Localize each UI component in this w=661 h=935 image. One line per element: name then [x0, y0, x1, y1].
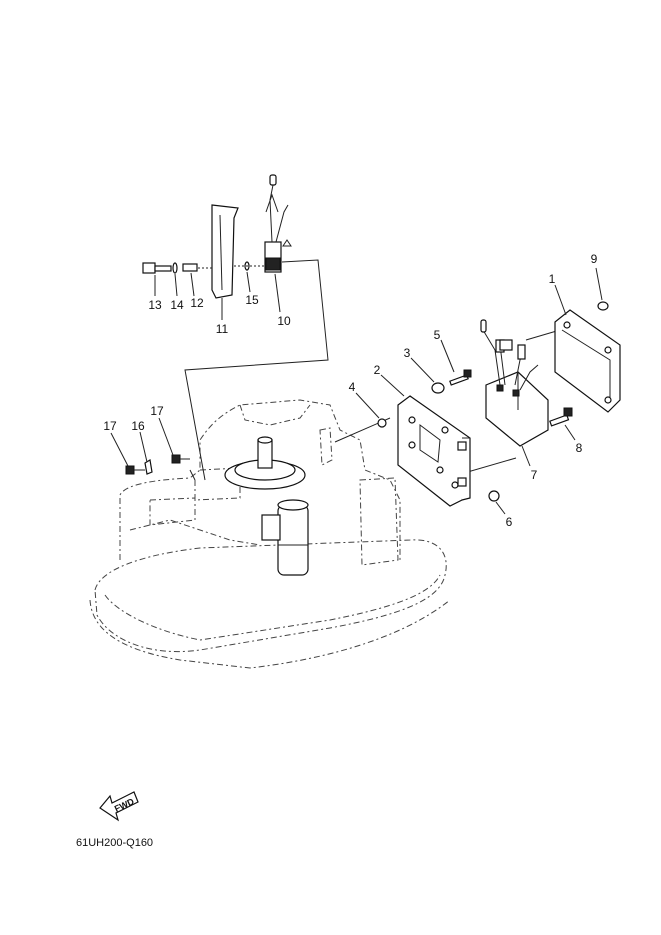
fasteners-16-17	[125, 454, 196, 481]
callout-8: 8	[576, 441, 583, 455]
callout-12: 12	[190, 296, 204, 310]
assembly-leader-lines	[184, 259, 561, 481]
starter-motor	[261, 499, 309, 576]
callout-leaders	[110, 267, 603, 515]
mounting-plate	[397, 395, 471, 507]
callout-16: 16	[131, 419, 145, 433]
callout-6: 6	[506, 515, 513, 529]
callout-1: 1	[549, 272, 556, 286]
callout-17-left: 17	[103, 419, 117, 433]
callout-13: 13	[148, 298, 162, 312]
bracket-group	[142, 174, 292, 299]
flywheel-hub	[224, 436, 306, 490]
callout-2: 2	[374, 363, 381, 377]
callout-3: 3	[404, 346, 411, 360]
engine-phantom-outline	[89, 399, 451, 669]
callout-5: 5	[434, 328, 441, 342]
callout-11: 11	[216, 322, 229, 336]
callout-labels: 1 2 3 4 5 6 7 8 9 10 11 12 13 14 15 16 1…	[103, 252, 597, 529]
callout-7: 7	[531, 468, 538, 482]
callout-17-right: 17	[150, 404, 164, 418]
callout-9: 9	[591, 252, 598, 266]
callout-4: 4	[349, 380, 356, 394]
control-module	[480, 319, 549, 447]
callout-10: 10	[277, 314, 291, 328]
callout-14: 14	[170, 298, 184, 312]
drawing-code: 61UH200-Q160	[76, 837, 153, 849]
callout-15: 15	[245, 293, 259, 307]
fasteners-3-4-5	[377, 369, 472, 428]
fasteners-6-8-9	[488, 301, 609, 502]
cover	[554, 309, 621, 413]
forward-direction-arrow: FWD	[99, 791, 139, 822]
